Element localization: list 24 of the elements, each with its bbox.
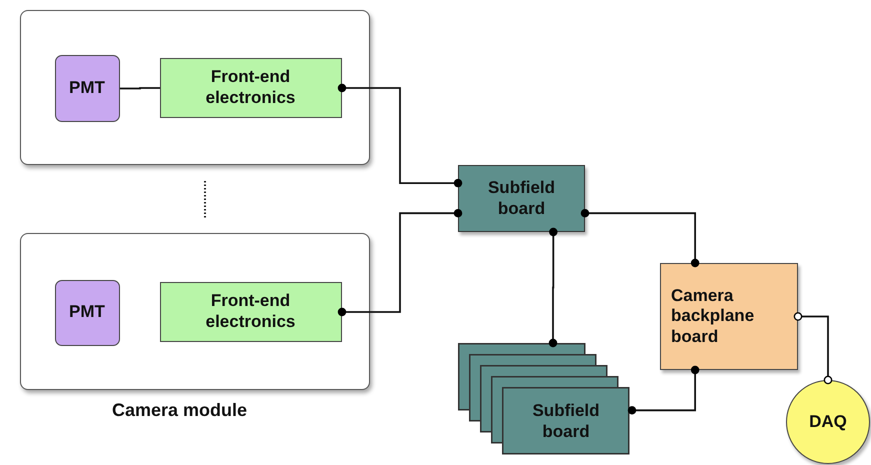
pmt-box bbox=[54, 280, 120, 346]
node-label: PMT bbox=[68, 302, 106, 323]
electronics-box bbox=[160, 282, 342, 342]
node-label: PMT bbox=[68, 78, 106, 98]
backplane-box bbox=[660, 263, 798, 370]
electronics-box bbox=[160, 58, 342, 118]
module-frame bbox=[20, 233, 370, 390]
connector-line bbox=[338, 209, 462, 316]
node-label: Front-end electronics bbox=[204, 291, 296, 332]
connector-line bbox=[580, 209, 700, 268]
board-box bbox=[458, 165, 585, 232]
connector-line bbox=[794, 312, 832, 384]
connector-line bbox=[338, 84, 462, 188]
node-label: Subfield board bbox=[486, 178, 556, 219]
node-label: DAQ bbox=[808, 412, 848, 432]
module-frame bbox=[20, 10, 370, 165]
pmt-box bbox=[54, 54, 120, 122]
connector-line bbox=[548, 228, 558, 348]
connector-line bbox=[628, 366, 700, 414]
connector-line bbox=[120, 87, 160, 90]
node-label: Front-end electronics bbox=[204, 67, 296, 108]
node-label: Subfield board bbox=[531, 400, 601, 442]
module-caption: Camera module bbox=[112, 400, 248, 421]
node-label: Camera backplane board bbox=[670, 286, 756, 348]
